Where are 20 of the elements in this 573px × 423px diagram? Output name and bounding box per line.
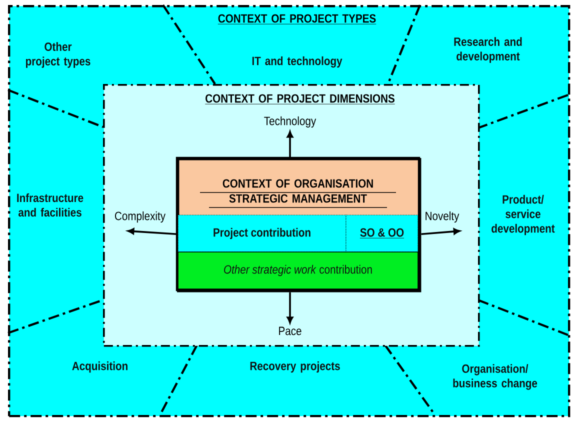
region-label: Other project types	[26, 42, 90, 68]
axis-label: Technology	[264, 116, 316, 128]
region-label: Recovery projects	[250, 361, 340, 373]
region-label: Organisation/ business change	[453, 364, 538, 390]
region-label: Product/ service development	[492, 194, 555, 236]
region-label: Acquisition	[72, 361, 128, 373]
arrow	[421, 228, 460, 235]
region-label: Infrastructure and facilities	[17, 193, 84, 217]
axis-label: Complexity	[115, 211, 166, 223]
arrow	[128, 228, 178, 235]
region-label: IT and technology	[252, 56, 342, 68]
arrow	[286, 131, 294, 158]
axis-label: Pace	[279, 326, 302, 336]
contribution-cell: Other strategic work contribution	[178, 252, 418, 290]
contribution-cell: SO & OO	[346, 214, 418, 252]
heading: CONTEXT OF PROJECT TYPES	[218, 14, 376, 24]
arrow	[286, 292, 294, 324]
region-label: Research and development	[454, 37, 522, 63]
heading: CONTEXT OF PROJECT DIMENSIONS	[204, 94, 396, 104]
axis-label: Novelty	[426, 211, 460, 223]
